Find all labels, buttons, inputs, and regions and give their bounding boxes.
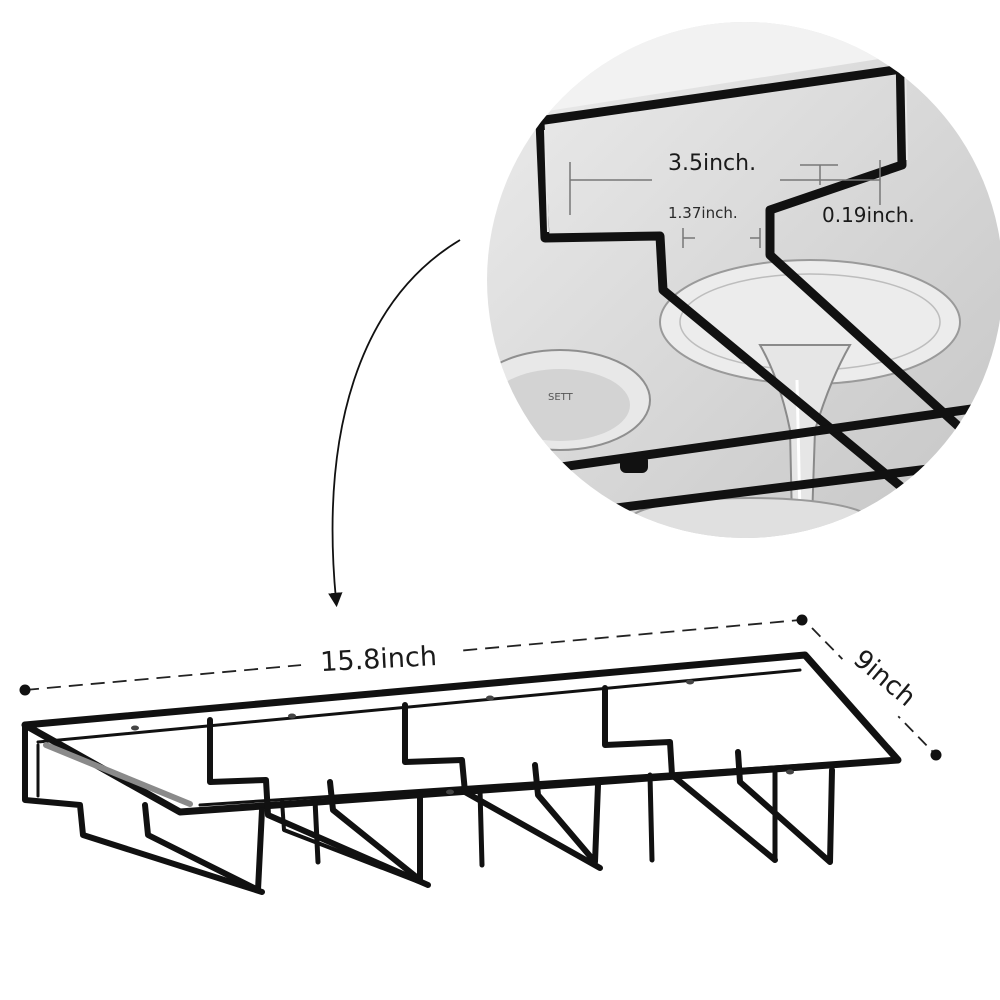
dimension-endpoint-dot xyxy=(19,684,31,696)
rod-thickness-label: 0.19inch. xyxy=(822,203,915,227)
wine-glass-rack xyxy=(21,651,902,895)
length-dimension: 15.8inch xyxy=(19,614,808,696)
detail-measure-lines xyxy=(569,160,881,248)
detail-magnifier: SETT xyxy=(487,22,1000,538)
mounting-hole-icon xyxy=(131,679,794,795)
zoom-arrow xyxy=(328,239,461,608)
slot-spacing-label: 3.5inch. xyxy=(668,151,756,176)
wine-glass-icon: SETT xyxy=(487,349,651,451)
dimension-endpoint-dot xyxy=(930,749,942,761)
glass-logo: SETT xyxy=(548,392,574,403)
length-label: 15.8inch xyxy=(320,641,438,678)
mounting-hole-icon xyxy=(620,455,648,473)
opening-width-label: 1.37inch. xyxy=(668,204,738,222)
dimension-endpoint-dot xyxy=(796,614,808,626)
